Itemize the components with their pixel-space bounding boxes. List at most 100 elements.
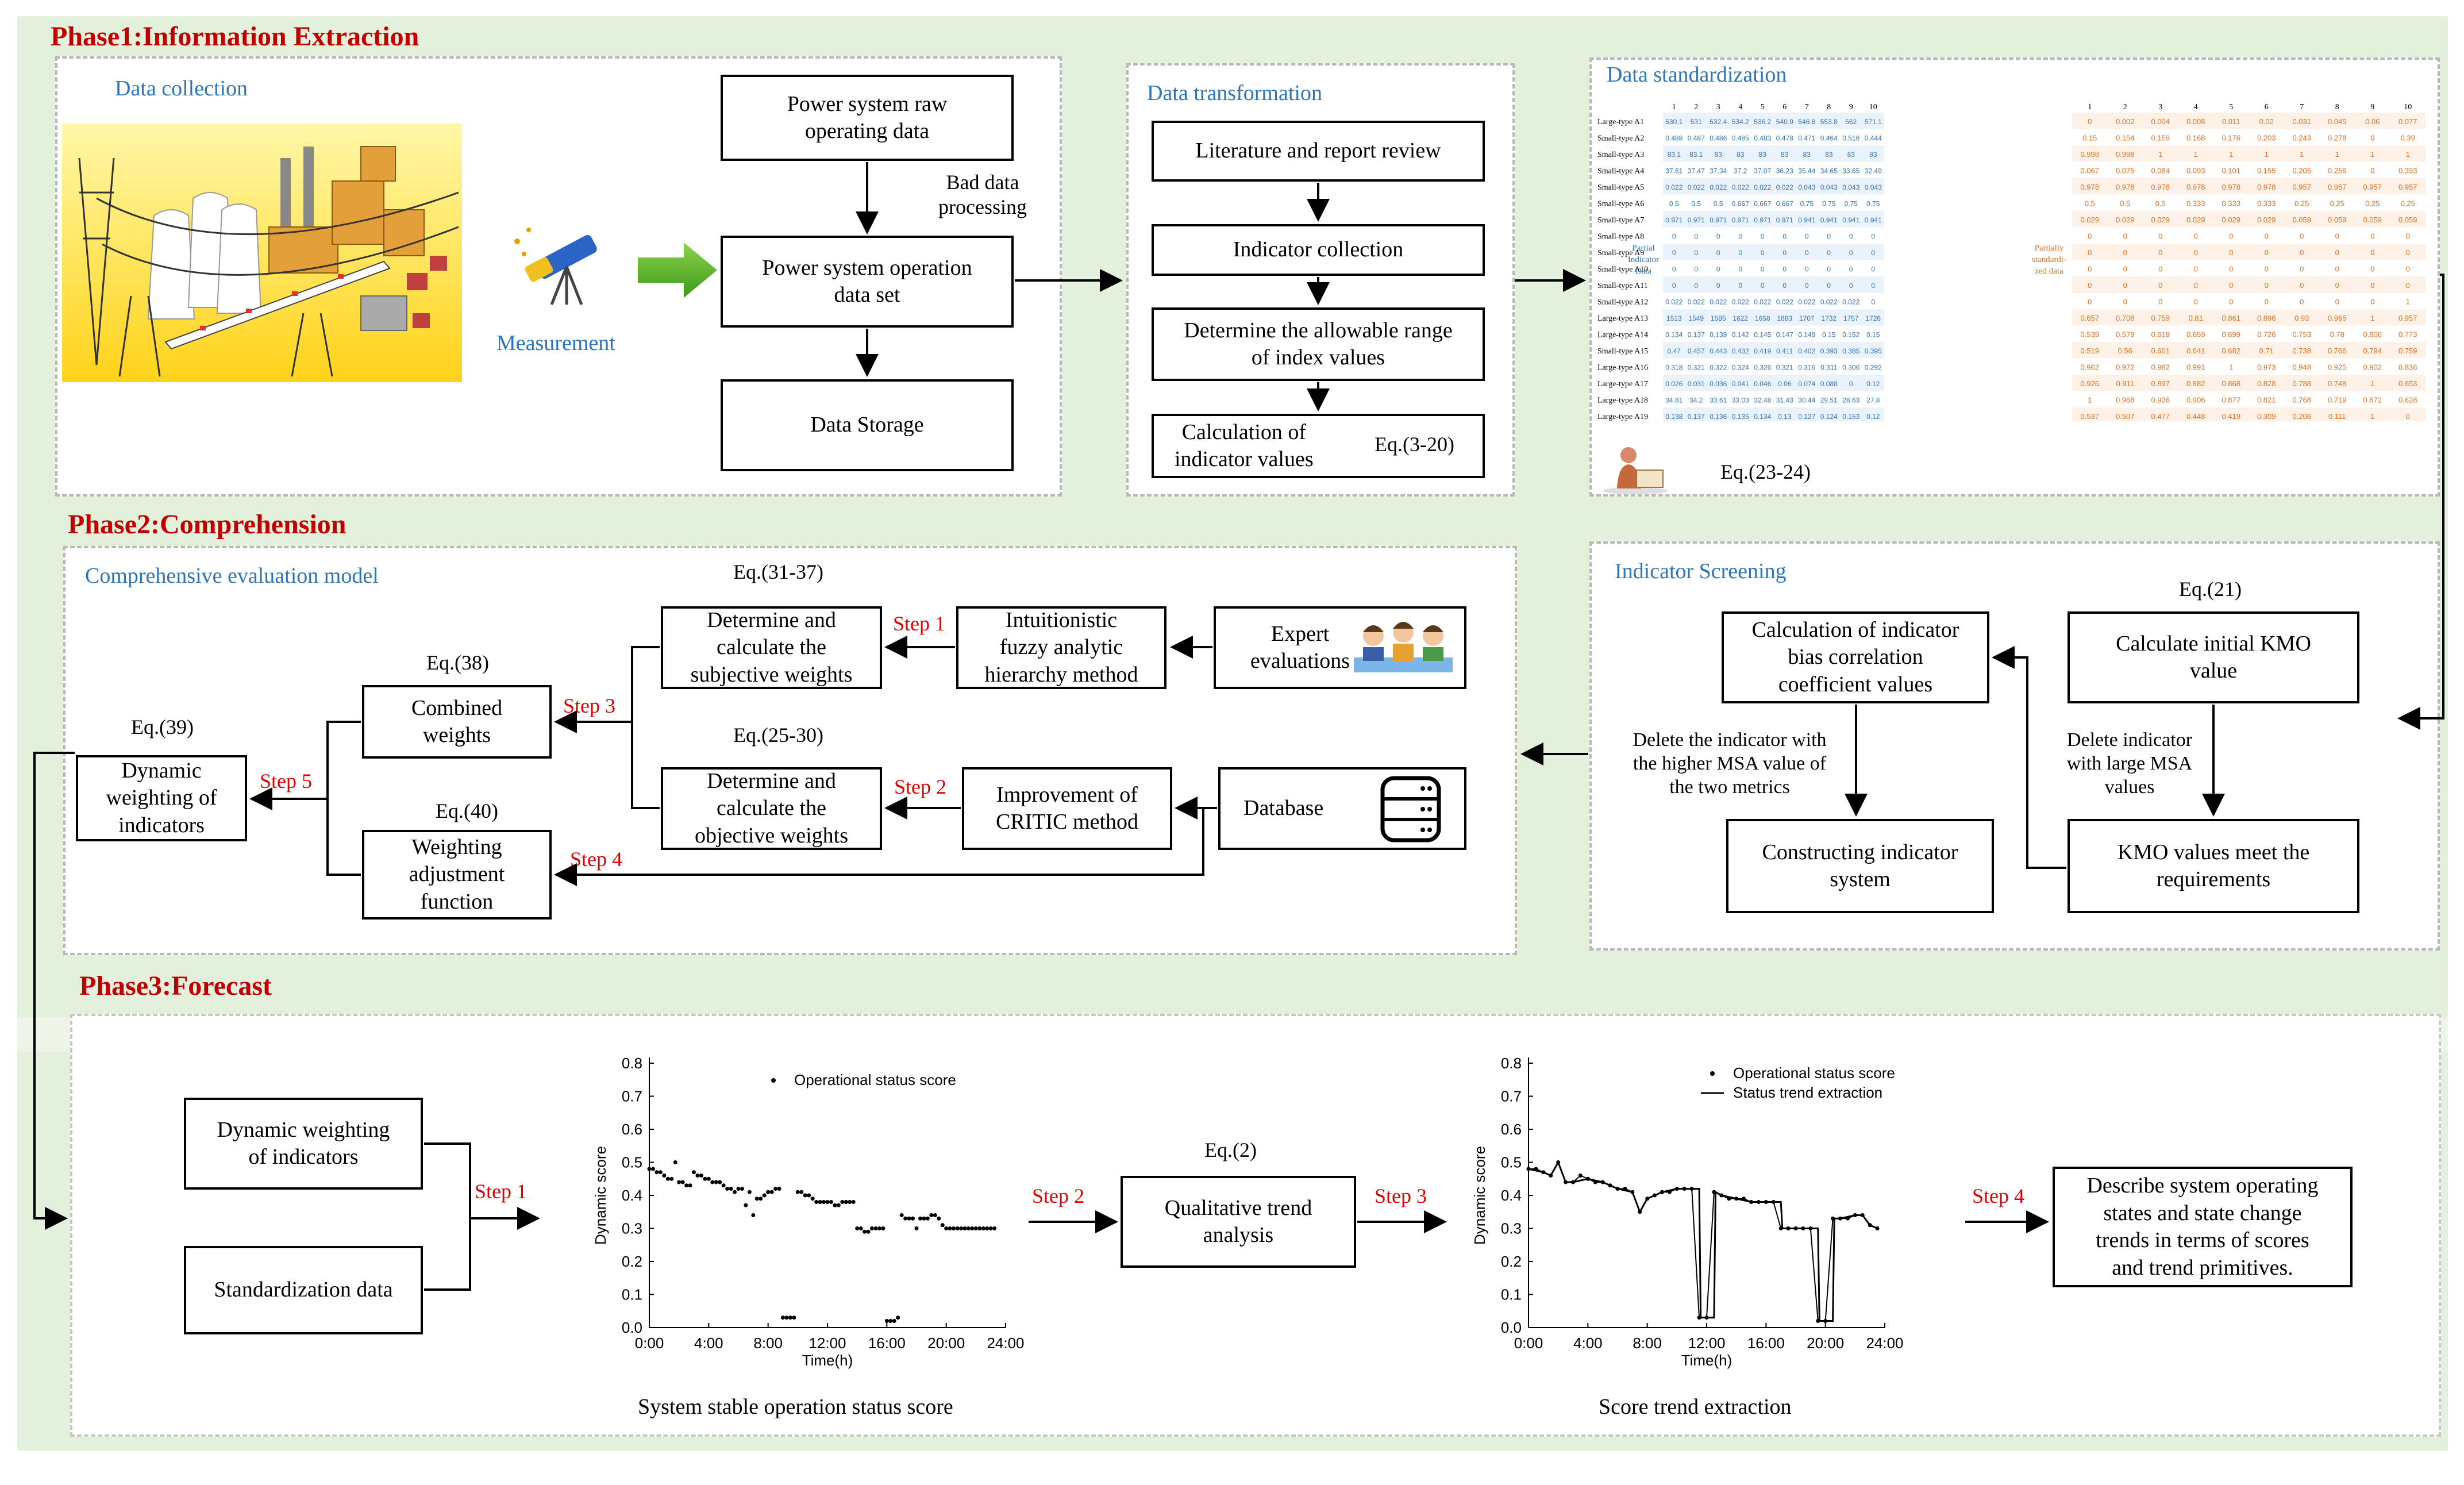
row-type-label: Large-type A19 bbox=[1597, 413, 1648, 421]
left-cell: 0.971 bbox=[1754, 216, 1771, 224]
left-cell: 83 bbox=[1869, 151, 1877, 159]
left-cell: 0.941 bbox=[1842, 216, 1859, 224]
right-cell: 1 bbox=[2406, 150, 2410, 159]
y-tick-label: 0.0 bbox=[622, 1319, 642, 1336]
eval-step4: Step 4 bbox=[570, 848, 623, 871]
right-cell: 0 bbox=[2265, 232, 2269, 241]
right-row-shade bbox=[2072, 244, 2426, 260]
right-cell: 0 bbox=[2158, 298, 2162, 306]
y-tick-label: 0.8 bbox=[1501, 1055, 1522, 1072]
right-cell: 0.982 bbox=[2151, 363, 2170, 372]
right-cell: 0.256 bbox=[2328, 167, 2347, 175]
right-cell: 0 bbox=[2406, 248, 2410, 257]
right-cell: 0 bbox=[2229, 298, 2233, 306]
expert-text: Expert evaluations bbox=[1250, 621, 1350, 674]
data-point bbox=[877, 1226, 881, 1230]
right-cell: 0.861 bbox=[2222, 314, 2240, 322]
right-cell: 1 bbox=[2229, 150, 2233, 159]
left-cell: 0.75 bbox=[1866, 200, 1880, 208]
raw-data-box: Power system raw operating data bbox=[721, 75, 1014, 161]
combined-weights-box: Combined weights bbox=[362, 685, 552, 759]
right-cell: 0.81 bbox=[2189, 314, 2203, 322]
left-cell: 0 bbox=[1827, 282, 1831, 290]
right-cell: 0.628 bbox=[2398, 396, 2417, 405]
data-point bbox=[863, 1229, 867, 1234]
right-cell: 0.029 bbox=[2116, 216, 2135, 224]
legend-dot-swatch bbox=[771, 1078, 776, 1083]
left-cell: 0 bbox=[1782, 282, 1787, 290]
qualitative-trend-box: Qualitative trend analysis bbox=[1121, 1176, 1356, 1268]
data-point bbox=[781, 1315, 785, 1320]
row-type-label: Small-type A7 bbox=[1597, 216, 1644, 225]
y-tick-label: 0.1 bbox=[622, 1286, 642, 1303]
right-col-header: 7 bbox=[2300, 103, 2304, 111]
forecast-step3: Step 3 bbox=[1375, 1184, 1427, 1207]
legend-label: Operational status score bbox=[794, 1071, 956, 1088]
left-cell: 0.485 bbox=[1732, 134, 1749, 143]
data-point bbox=[744, 1203, 748, 1207]
left-cell: 0.022 bbox=[1665, 298, 1683, 306]
left-cell: 83 bbox=[1759, 151, 1767, 159]
data-point bbox=[751, 1213, 756, 1217]
delete-higher-label: Delete the indicator with the higher MSA… bbox=[1633, 729, 1827, 798]
left-cell: 27.8 bbox=[1866, 397, 1880, 405]
left-cell: 0 bbox=[1827, 233, 1831, 241]
right-cell: 0 bbox=[2335, 281, 2339, 290]
left-cell: 1726 bbox=[1865, 314, 1881, 322]
data-point bbox=[673, 1160, 677, 1164]
left-cell: 0 bbox=[1849, 249, 1853, 257]
row-type-label: Large-type A1 bbox=[1597, 118, 1644, 126]
data-point bbox=[784, 1315, 789, 1320]
right-col-header: 8 bbox=[2335, 103, 2339, 111]
x-tick-label: 0:00 bbox=[635, 1334, 664, 1352]
left-cell: 0.06 bbox=[1778, 380, 1792, 388]
left-cell: 0 bbox=[1871, 233, 1875, 241]
left-cell: 33.61 bbox=[1710, 397, 1727, 405]
right-cell: 0.278 bbox=[2328, 134, 2347, 143]
left-cell: 0.12 bbox=[1866, 413, 1880, 421]
left-cell: 546.8 bbox=[1798, 118, 1815, 126]
right-cell: 0.978 bbox=[2116, 183, 2135, 191]
left-cell: 36.23 bbox=[1776, 167, 1793, 175]
right-cell: 0.159 bbox=[2151, 134, 2170, 143]
data-point bbox=[896, 1315, 900, 1320]
forecast-step4: Step 4 bbox=[1972, 1184, 2025, 1207]
right-cell: 0.093 bbox=[2186, 167, 2205, 175]
right-cell: 0 bbox=[2088, 117, 2092, 126]
left-cell: 0.75 bbox=[1800, 200, 1814, 208]
data-point bbox=[922, 1216, 926, 1221]
row-type-label: Large-type A13 bbox=[1597, 314, 1648, 323]
right-row-shade bbox=[2072, 407, 2426, 424]
right-cell: 0.077 bbox=[2398, 117, 2417, 126]
left-row-shade bbox=[1663, 375, 1884, 391]
right-cell: 1 bbox=[2370, 314, 2374, 322]
left-cell: 0.443 bbox=[1710, 347, 1727, 355]
left-cell: 0.022 bbox=[1798, 298, 1815, 306]
data-point bbox=[981, 1226, 985, 1230]
right-cell: 0.93 bbox=[2294, 314, 2309, 322]
right-cell: 0.925 bbox=[2328, 363, 2347, 372]
data-point bbox=[777, 1187, 781, 1191]
left-cell: 0.324 bbox=[1732, 364, 1749, 372]
x-tick-label: 16:00 bbox=[868, 1334, 906, 1352]
green-arrow-icon bbox=[638, 241, 718, 299]
data-point bbox=[992, 1226, 997, 1230]
right-cell: 0.897 bbox=[2151, 379, 2170, 388]
left-cell: 0 bbox=[1827, 266, 1831, 274]
right-cell: 0 bbox=[2265, 298, 2269, 306]
x-axis-label: Time(h) bbox=[1681, 1352, 1732, 1369]
data-point bbox=[792, 1315, 796, 1320]
right-cell: 0 bbox=[2194, 232, 2198, 241]
right-cell: 1 bbox=[2194, 150, 2198, 159]
data-collection-title: Data collection bbox=[115, 76, 248, 101]
calc-values-text: Calculation of indicator values bbox=[1175, 420, 1314, 472]
left-cell: 0.306 bbox=[1842, 364, 1859, 372]
left-cell: 0.75 bbox=[1845, 200, 1858, 208]
left-cell: 0 bbox=[1761, 282, 1765, 290]
weighting-adjustment-box: Weighting adjustment function bbox=[362, 830, 552, 920]
y-tick-label: 0.8 bbox=[622, 1055, 642, 1072]
left-col-header: 3 bbox=[1716, 103, 1720, 111]
x-tick-label: 12:00 bbox=[808, 1334, 846, 1352]
right-cell: 0 bbox=[2406, 232, 2410, 241]
